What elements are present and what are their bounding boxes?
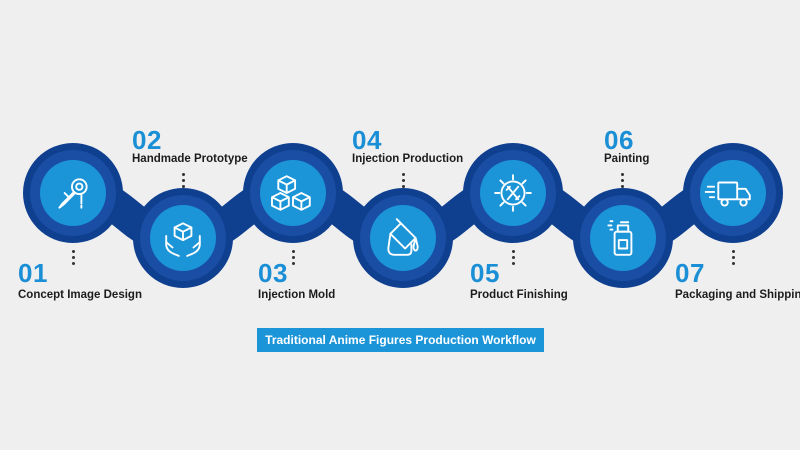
step-04-connector (402, 173, 406, 188)
step-07-label: Packaging and Shipping (675, 289, 800, 301)
step-4-inner-circle (370, 205, 436, 271)
step-3-inner-circle (260, 160, 326, 226)
step-02-number: 02 (132, 125, 162, 155)
step-04-label: Injection Production (352, 153, 464, 165)
step-01-connector (72, 250, 76, 265)
step-03-number: 03 (258, 258, 288, 288)
step-03-connector (292, 250, 296, 265)
step-02-connector (182, 173, 186, 188)
step-6-inner-circle (590, 205, 656, 271)
step-06-number: 06 (604, 125, 634, 155)
step-01-number: 01 (18, 258, 48, 288)
step-02-label: Handmade Prototype (132, 153, 248, 165)
step-05-number: 05 (470, 258, 500, 288)
step-06-label: Painting (604, 153, 650, 165)
step-05-connector (512, 250, 516, 265)
step-7-inner-circle (700, 160, 766, 226)
cubes-icon (271, 175, 311, 211)
delivery-truck-icon (704, 181, 751, 207)
workflow-title-banner: Traditional Anime Figures Production Wor… (257, 328, 544, 352)
step-07-connector (732, 250, 736, 265)
gear-tools-icon (494, 174, 532, 212)
step-06-connector (621, 173, 625, 188)
step-03-label: Injection Mold (258, 289, 336, 301)
spray-can-icon (607, 220, 633, 256)
step-05-label: Product Finishing (470, 289, 568, 301)
step-01-label: Concept Image Design (18, 289, 142, 301)
pen-nib-icon (58, 178, 88, 209)
step-04-number: 04 (352, 125, 382, 155)
step-07-number: 07 (675, 258, 705, 288)
hands-cube-icon (165, 222, 201, 257)
paint-bucket-icon (387, 218, 419, 256)
